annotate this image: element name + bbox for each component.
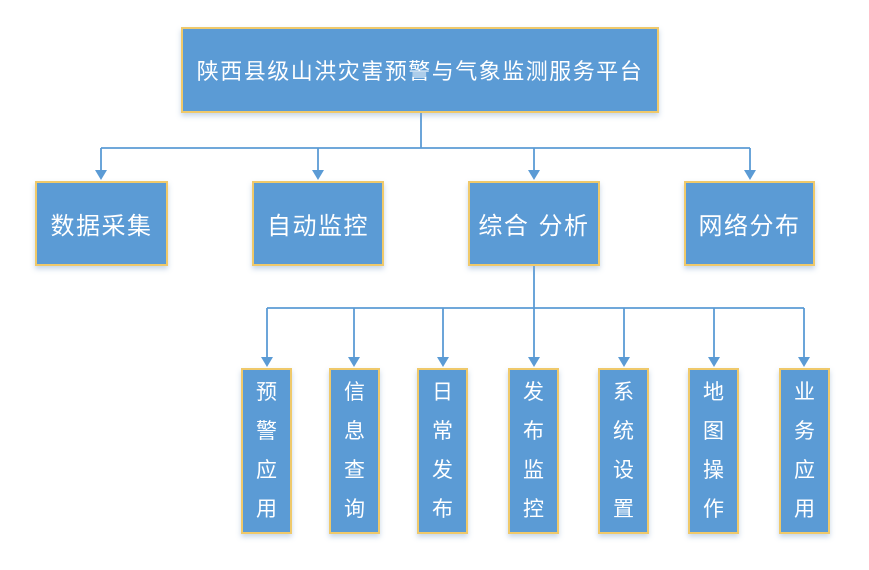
node-label: 数据采集 [50, 212, 153, 240]
node-label: 综合 分析 [478, 212, 590, 240]
node-label: 地图操作 [703, 380, 724, 521]
connector-tree-analysis [266, 266, 805, 358]
node-label: 发布监控 [523, 380, 544, 521]
connector-tree-root [100, 113, 751, 171]
node-data-collection: 数据采集 [35, 181, 168, 266]
node-warning-application: 预警应用 [241, 368, 292, 534]
arrowhead-down-icon [798, 357, 810, 367]
node-label: 信息查询 [344, 380, 365, 521]
node-business-application: 业务应用 [779, 368, 830, 534]
node-comprehensive-analysis: 综合 分析 [468, 181, 600, 266]
arrowhead-down-icon [437, 357, 449, 367]
arrowhead-down-icon [744, 170, 756, 180]
node-map-operation: 地图操作 [688, 368, 739, 534]
node-system-settings: 系统设置 [598, 368, 649, 534]
connector-tree-root-arrowheads [95, 170, 756, 180]
node-label: 日常发布 [432, 380, 453, 521]
node-label: 网络分布 [698, 212, 801, 240]
arrowhead-down-icon [348, 357, 360, 367]
connector-tree-analysis-arrowheads [261, 357, 810, 367]
arrowhead-down-icon [618, 357, 630, 367]
arrowhead-down-icon [95, 170, 107, 180]
arrowhead-down-icon [528, 357, 540, 367]
node-label: 系统设置 [613, 380, 634, 521]
node-network-distribution: 网络分布 [684, 181, 815, 266]
arrowhead-down-icon [528, 170, 540, 180]
arrowhead-down-icon [261, 357, 273, 367]
node-label: 自动监控 [267, 212, 369, 240]
node-information-query: 信息查询 [329, 368, 380, 534]
arrowhead-down-icon [708, 357, 720, 367]
node-label: 陕西县级山洪灾害预警与气象监测服务平台 [196, 60, 644, 85]
node-daily-release: 日常发布 [417, 368, 468, 534]
node-platform: 陕西县级山洪灾害预警与气象监测服务平台 [181, 27, 659, 113]
node-label: 预警应用 [256, 380, 277, 521]
node-release-monitoring: 发布监控 [508, 368, 559, 534]
node-auto-monitoring: 自动监控 [252, 181, 384, 266]
node-label: 业务应用 [794, 380, 815, 521]
arrowhead-down-icon [312, 170, 324, 180]
